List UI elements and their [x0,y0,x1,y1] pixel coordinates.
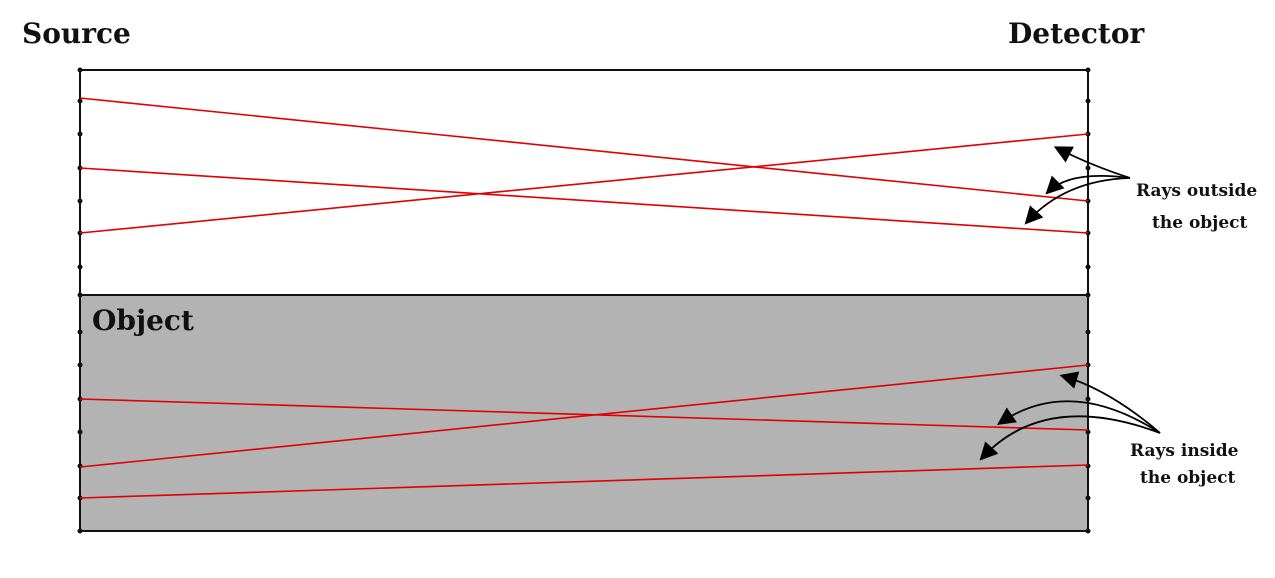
source-dot [77,98,83,104]
annotation-arrow [1045,175,1131,195]
ray [79,133,1089,234]
detector-dot [1085,495,1091,501]
detector-dot [1085,528,1091,534]
object-label: Object [92,304,194,337]
frame-border [79,69,1089,532]
source-label: Source [22,17,131,50]
ray [79,398,1089,431]
detector-dot [1085,98,1091,104]
detector-dot [1085,463,1091,469]
source-dot [77,198,83,204]
detector-dot [1085,292,1091,298]
ray [79,464,1089,499]
rays-outside-label-line2: the object [1152,213,1247,233]
rays-outside [79,97,1089,234]
rays-inside [79,364,1089,499]
detector-label: Detector [1008,17,1146,50]
detector-dot [1085,329,1091,335]
ray [79,364,1089,468]
source-dot [77,131,83,137]
detector-pixel-dots [1085,67,1091,534]
annotation-arrow [997,400,1161,434]
source-dot [77,292,83,298]
ray [79,167,1089,234]
detector-dot [1085,264,1091,270]
source-dot [77,329,83,335]
source-pixel-dots [77,67,83,534]
arrows-outside [1024,146,1131,225]
rays-inside-label-line1: Rays inside [1130,441,1239,461]
detector-dot [1085,396,1091,402]
frame [79,69,1089,532]
object-region [80,295,1088,531]
source-dot [77,264,83,270]
source-dot [77,463,83,469]
annotation-arrow [1053,146,1131,179]
annotation-arrow [979,415,1161,461]
rays-outside-label-line1: Rays outside [1136,181,1257,201]
source-dot [77,528,83,534]
arrows-inside [979,371,1161,461]
ray [79,97,1089,202]
source-dot [77,67,83,73]
source-dot [77,362,83,368]
rays-inside-label-line2: the object [1140,468,1235,488]
source-dot [77,429,83,435]
annotation-arrow [1059,371,1161,434]
detector-dot [1085,67,1091,73]
annotation-arrow [1024,177,1131,225]
detector-dot [1085,165,1091,171]
